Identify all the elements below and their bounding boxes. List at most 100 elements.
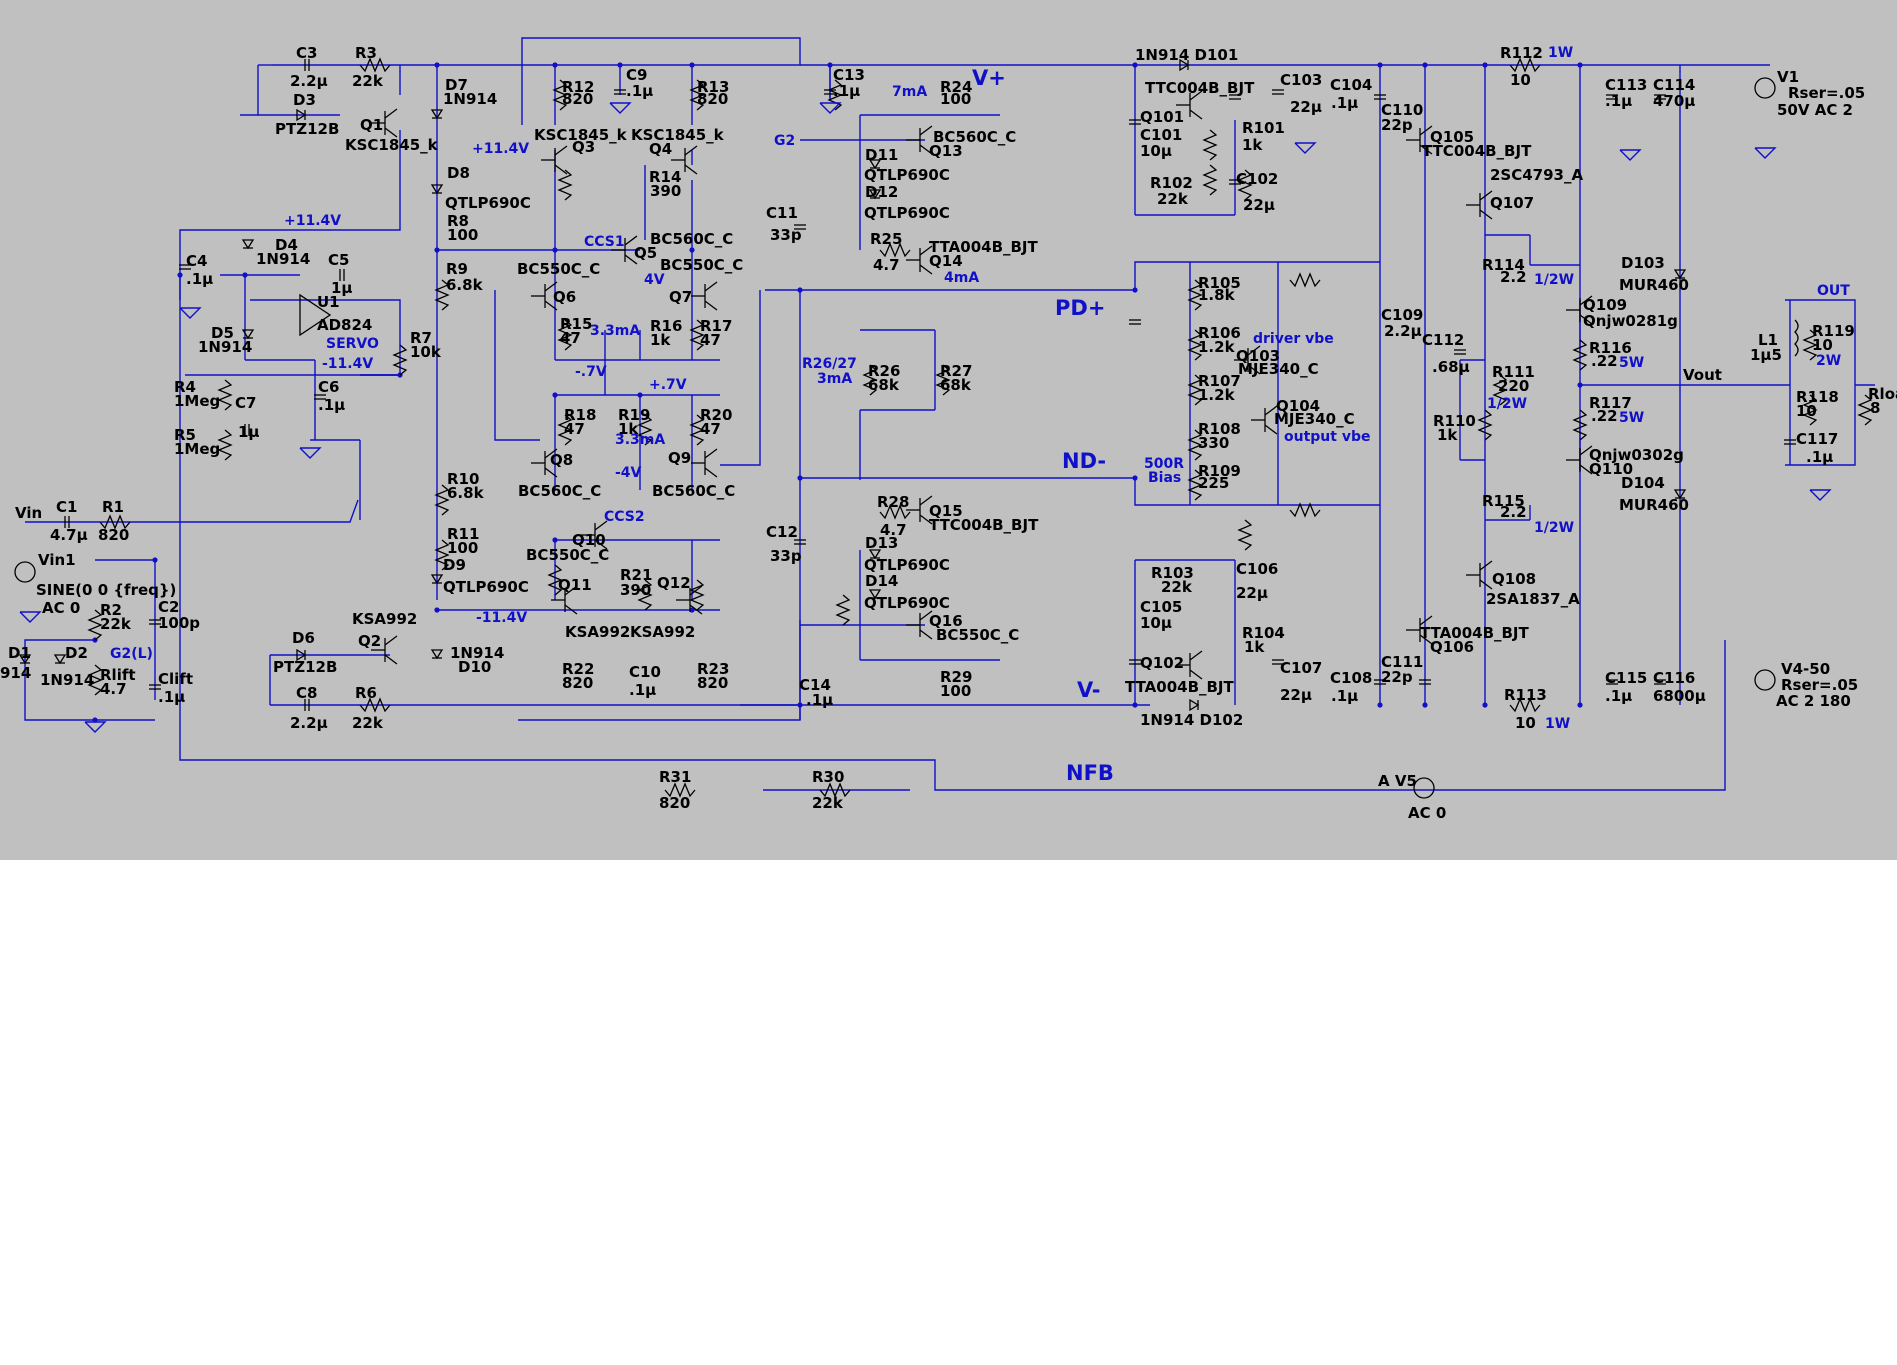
label-r107: R107 bbox=[1198, 372, 1241, 390]
label-c103v: 22µ bbox=[1290, 98, 1322, 116]
label-c102: C102 bbox=[1236, 170, 1278, 188]
resistor bbox=[1187, 329, 1203, 361]
label-r112v: 10 bbox=[1510, 71, 1531, 89]
label-r116v: .22 bbox=[1591, 352, 1618, 370]
label-d7v: 1N914 bbox=[443, 90, 497, 108]
label-c101: C101 bbox=[1140, 126, 1182, 144]
label-r113: R113 bbox=[1504, 686, 1547, 704]
junction-dot bbox=[434, 247, 440, 253]
label-d103v: MUR460 bbox=[1619, 276, 1689, 294]
label-r12v: 820 bbox=[562, 90, 593, 108]
diode bbox=[1179, 58, 1190, 72]
label-d4v: 1N914 bbox=[256, 250, 310, 268]
label-d12: D12 bbox=[865, 183, 898, 201]
resistor bbox=[1289, 272, 1321, 288]
label-r19: R19 bbox=[618, 406, 650, 424]
label-r114v: 2.2 bbox=[1500, 268, 1527, 286]
label-q3v: KSC1845_k bbox=[534, 126, 628, 144]
transistor bbox=[691, 448, 718, 478]
label-rloadv: 8 bbox=[1870, 399, 1880, 417]
net-label-w12a: 1/2W bbox=[1534, 272, 1574, 288]
label-d2v: 1N914 bbox=[40, 671, 94, 689]
net-label-vminus: V- bbox=[1077, 678, 1100, 702]
label-v4v: AC 2 180 bbox=[1776, 692, 1851, 710]
net-label-w1a: 1W bbox=[1548, 45, 1573, 61]
label-vin1ac: AC 0 bbox=[42, 599, 80, 617]
label-q108: Q108 bbox=[1492, 570, 1536, 588]
label-c13: C13 bbox=[833, 66, 865, 84]
junction-dot bbox=[434, 62, 440, 68]
label-c115v: .1µ bbox=[1605, 687, 1632, 705]
transistor bbox=[906, 125, 933, 155]
label-r107v: 1.2k bbox=[1198, 386, 1236, 404]
label-d13v: QTLP690C bbox=[864, 556, 950, 574]
transistor bbox=[1406, 125, 1433, 155]
label-c12v: 33p bbox=[770, 547, 802, 565]
label-d14v: QTLP690C bbox=[864, 594, 950, 612]
inductor bbox=[1794, 319, 1799, 357]
capacitor bbox=[1374, 94, 1386, 100]
label-d10v: 1N914 bbox=[450, 644, 504, 662]
resistor bbox=[835, 594, 851, 626]
label-q105v: TTC004B_BJT bbox=[1422, 142, 1532, 160]
label-q4: Q4 bbox=[649, 140, 672, 158]
label-v1: V1 bbox=[1777, 68, 1799, 86]
label-v1r: Rser=.05 bbox=[1788, 84, 1865, 102]
junction-dot bbox=[1482, 62, 1488, 68]
resistor bbox=[879, 242, 911, 258]
label-q6: Q6 bbox=[553, 288, 576, 306]
label-vin1: Vin1 bbox=[38, 551, 76, 569]
voltage-source bbox=[14, 561, 36, 583]
junction-dot bbox=[827, 62, 833, 68]
label-r29: R29 bbox=[940, 668, 972, 686]
capacitor bbox=[149, 684, 161, 690]
label-r23: R23 bbox=[697, 660, 729, 678]
label-r4v: 1Meg bbox=[174, 392, 220, 410]
transistor bbox=[671, 145, 698, 175]
resistor bbox=[1509, 697, 1541, 713]
wire bbox=[720, 290, 761, 466]
label-d1v: 914 bbox=[0, 664, 31, 682]
label-c7: C7 bbox=[235, 394, 256, 412]
junction-dot bbox=[617, 62, 623, 68]
label-r12: R12 bbox=[562, 78, 594, 96]
label-c117v: .1µ bbox=[1806, 448, 1833, 466]
net-label-ccs1: CCS1 bbox=[584, 234, 625, 250]
diode bbox=[241, 239, 255, 250]
label-r7: R7 bbox=[410, 329, 432, 347]
wire bbox=[24, 639, 95, 721]
resistor bbox=[1187, 374, 1203, 406]
junction-dot bbox=[152, 557, 158, 563]
ground-symbol bbox=[84, 721, 107, 733]
label-q4v: KSC1845_k bbox=[631, 126, 725, 144]
resistor bbox=[87, 664, 103, 696]
label-l1: L1 bbox=[1758, 331, 1778, 349]
label-r103v: 22k bbox=[1161, 578, 1193, 596]
capacitor bbox=[1606, 94, 1618, 100]
label-q101v: TTC004B_BJT bbox=[1145, 79, 1255, 97]
transistor bbox=[1566, 445, 1593, 475]
resistor bbox=[1572, 339, 1588, 371]
transistor bbox=[371, 108, 398, 138]
diode bbox=[868, 589, 882, 600]
label-c108: C108 bbox=[1330, 669, 1372, 687]
resistor bbox=[689, 579, 705, 611]
label-r14v: 390 bbox=[650, 182, 681, 200]
net-label-i7ma: 7mA bbox=[892, 84, 927, 100]
junction-dot bbox=[689, 62, 695, 68]
resistor bbox=[1237, 169, 1253, 201]
resistor bbox=[1187, 279, 1203, 311]
resistor bbox=[552, 79, 568, 111]
junction-dot bbox=[1482, 702, 1488, 708]
label-r25: R25 bbox=[870, 230, 902, 248]
net-label-m07: -.7V bbox=[575, 364, 607, 380]
label-r2v: 22k bbox=[100, 615, 132, 633]
wire bbox=[800, 261, 1380, 291]
label-q107v: 2SC4793_A bbox=[1490, 166, 1583, 184]
capacitor bbox=[1272, 89, 1284, 95]
label-d3: D3 bbox=[293, 91, 316, 109]
capacitor bbox=[1419, 679, 1431, 685]
